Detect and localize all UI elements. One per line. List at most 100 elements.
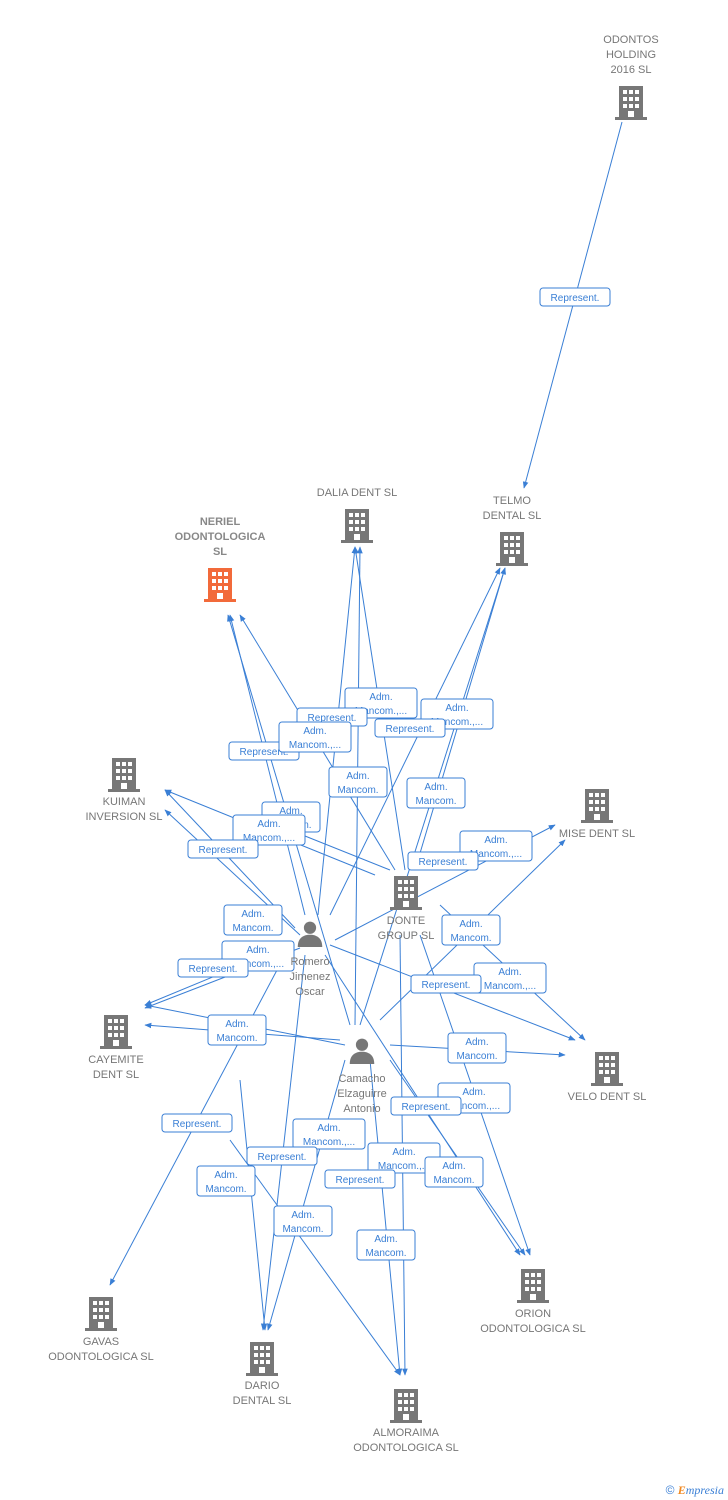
edge-label-text: Mancom.,...	[355, 706, 407, 717]
edge-label[interactable]: Adm.Mancom.	[356, 1229, 416, 1261]
edge-label-text: Represent.	[189, 964, 238, 975]
copyright-symbol: ©	[665, 1483, 675, 1497]
edge-label[interactable]: Adm.Mancom.,...	[278, 721, 352, 753]
edge-label-box	[177, 958, 249, 978]
node-label: ORION	[515, 1308, 551, 1320]
edge-label-box	[292, 1118, 366, 1150]
node-label: Elzaguirre	[337, 1088, 387, 1100]
relationship-edge	[369, 1059, 403, 1376]
edge-label[interactable]: Adm.Mancom.	[328, 766, 388, 798]
edge-label-text: Represent.	[551, 293, 600, 304]
edge-label-text: Adm.	[445, 703, 468, 714]
node-label: DENTAL SL	[233, 1395, 292, 1407]
edge-label[interactable]: Represent.	[390, 1096, 462, 1116]
edge-label-text: Mancom.	[282, 1224, 323, 1235]
edge-label-text: Represent.	[402, 1102, 451, 1113]
node-mise-dent[interactable]: MISE DENT SL	[559, 789, 635, 840]
edge-label-text: Mancom.	[415, 796, 456, 807]
edge-label-text: Adm.	[291, 1210, 314, 1221]
edge-label[interactable]: Represent.	[539, 287, 611, 307]
edge-label-box	[390, 1096, 462, 1116]
edge-label-box	[328, 766, 388, 798]
edge-label[interactable]: Represent.	[177, 958, 249, 978]
edge-label-box	[246, 1146, 318, 1166]
edge-label-box	[356, 1229, 416, 1261]
footer-credit[interactable]: © Empresia	[666, 1483, 724, 1498]
edge-label[interactable]: Adm. Mancom.,...	[292, 1118, 366, 1150]
node-velo-dent[interactable]: VELO DENT SL	[568, 1052, 647, 1103]
edge-label-text: Adm.	[214, 1170, 237, 1181]
edge-label-text: Mancom.	[450, 933, 491, 944]
node-label: VELO DENT SL	[568, 1091, 647, 1103]
node-label: ODONTOLOGICA SL	[353, 1442, 459, 1454]
node-label: NERIEL	[200, 516, 241, 528]
edge-label-text: Mancom.	[456, 1051, 497, 1062]
edge-label-text: Adm.	[346, 771, 369, 782]
node-dalia-dent[interactable]: DALIA DENT SL	[317, 487, 398, 543]
edge-label[interactable]: Adm.Mancom.,...	[232, 814, 306, 846]
building-icon	[100, 1015, 132, 1049]
edge-label[interactable]: Adm. Mancom.	[273, 1205, 333, 1237]
edge-label-box	[187, 839, 259, 859]
building-icon	[591, 1052, 623, 1086]
edge-label-text: Adm.	[279, 806, 302, 817]
edge-label-text: Adm.	[303, 726, 326, 737]
edge-label-box	[232, 814, 306, 846]
edge-label-text: Mancom.,...	[303, 1137, 355, 1148]
node-label: 2016 SL	[611, 64, 652, 76]
edge-label-box	[424, 1156, 484, 1188]
edge-label-text: Mancom.,...	[378, 1161, 430, 1172]
building-icon	[390, 1389, 422, 1423]
edge-label[interactable]: Adm.Mancom.	[207, 1014, 267, 1046]
edge-label-text: Adm.	[246, 945, 269, 956]
edge-label[interactable]: Adm.Mancom.,...	[473, 962, 547, 994]
edge-label[interactable]: Represent.	[187, 839, 259, 859]
edge-label-text: Adm.	[424, 782, 447, 793]
node-label: Jimenez	[290, 971, 331, 983]
edge-label-text: Represent.	[419, 857, 468, 868]
edge-label-box	[196, 1165, 256, 1197]
building-icon	[496, 532, 528, 566]
edge-label-text: Adm.	[317, 1123, 340, 1134]
node-label: Romero	[290, 956, 329, 968]
edge-label-text: Represent.	[240, 747, 289, 758]
node-label: Oscar	[295, 986, 325, 998]
edge-label[interactable]: Adm.Mancom.	[447, 1032, 507, 1064]
edge-label-box	[161, 1113, 233, 1133]
node-label: HOLDING	[606, 49, 656, 61]
edge-label[interactable]: Adm. Mancom.	[441, 914, 501, 946]
edge-label[interactable]: Adm.Mancom.	[196, 1165, 256, 1197]
edge-label[interactable]: Adm.Mancom.	[223, 904, 283, 936]
edge-label-text: Adm.	[459, 919, 482, 930]
person-icon	[297, 921, 323, 947]
edge-label-text: Mancom.	[433, 1175, 474, 1186]
edge-label[interactable]: Represent.	[410, 974, 482, 994]
edge-label[interactable]: Represent.	[374, 718, 446, 738]
edge-label-text: Mancom.	[232, 923, 273, 934]
edge-label[interactable]: Represent.	[246, 1146, 318, 1166]
edge-label[interactable]: Represent.	[161, 1113, 233, 1133]
edge-label[interactable]: Adm. Mancom.	[406, 777, 466, 809]
edge-label-box	[441, 914, 501, 946]
relationship-edge	[229, 1139, 401, 1376]
node-label: DONTE	[387, 915, 426, 927]
edge-label[interactable]: Adm.Mancom.	[424, 1156, 484, 1188]
edge-label-text: Adm.	[374, 1234, 397, 1245]
edge-label[interactable]: Represent.	[407, 851, 479, 871]
building-icon	[341, 509, 373, 543]
node-label: ODONTOLOGICA	[175, 531, 266, 543]
edge-label[interactable]: Represent.	[324, 1169, 396, 1189]
